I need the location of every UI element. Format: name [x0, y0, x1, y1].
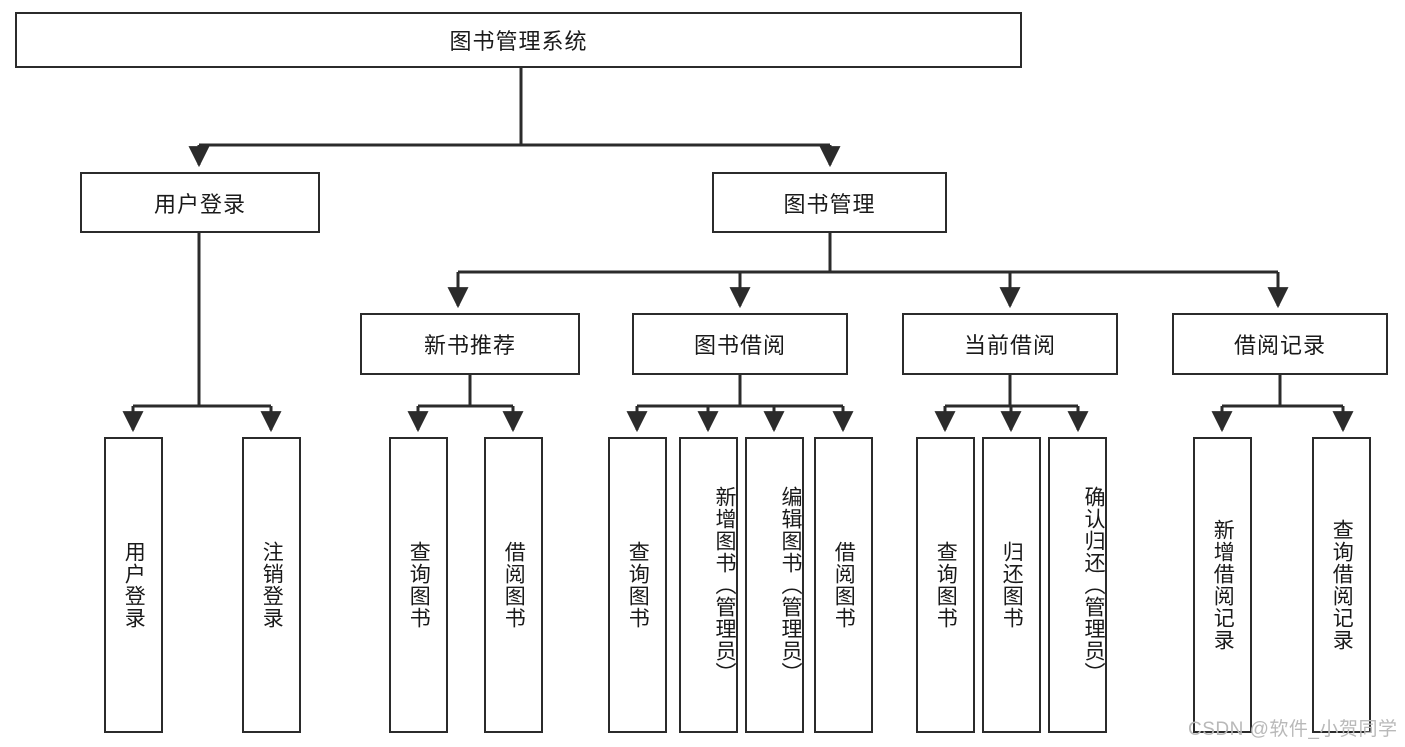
node-root[interactable]: 图书管理系统 — [15, 12, 1022, 68]
leaf-add-borrow-record-label: 新增借阅记录 — [1211, 519, 1235, 651]
leaf-query-book-recommend-label: 查询图书 — [407, 541, 431, 629]
leaf-borrow-book-borrow[interactable]: 借阅图书 — [814, 437, 873, 733]
leaf-borrow-book-recommend-label: 借阅图书 — [502, 541, 526, 629]
leaf-edit-book-admin-label: 编辑图书（管理员） — [779, 486, 802, 684]
leaf-query-book-current-label: 查询图书 — [934, 541, 958, 629]
node-current-borrow-label: 当前借阅 — [963, 333, 1056, 358]
watermark: CSDN @软件_小贺同学 — [1188, 719, 1398, 740]
leaf-query-borrow-record-label: 查询借阅记录 — [1330, 519, 1354, 651]
leaf-edit-book-admin[interactable]: 编辑图书（管理员） — [745, 437, 804, 733]
leaf-confirm-return-admin[interactable]: 确认归还（管理员） — [1048, 437, 1107, 733]
node-book-manage-label: 图书管理 — [783, 191, 876, 217]
node-root-label: 图书管理系统 — [449, 29, 588, 54]
leaf-confirm-return-admin-label: 确认归还（管理员） — [1082, 486, 1105, 684]
leaf-logout-label: 注销登录 — [260, 541, 284, 629]
node-user-login[interactable]: 用户登录 — [80, 172, 320, 233]
node-new-book-recommend[interactable]: 新书推荐 — [360, 313, 580, 375]
node-borrow-record[interactable]: 借阅记录 — [1172, 313, 1388, 375]
node-book-manage[interactable]: 图书管理 — [712, 172, 947, 233]
node-borrow-record-label: 借阅记录 — [1233, 333, 1326, 358]
leaf-add-borrow-record[interactable]: 新增借阅记录 — [1193, 437, 1252, 733]
leaf-query-borrow-record[interactable]: 查询借阅记录 — [1312, 437, 1371, 733]
node-current-borrow[interactable]: 当前借阅 — [902, 313, 1118, 375]
node-book-borrow-label: 图书借阅 — [693, 333, 786, 358]
leaf-query-book-current[interactable]: 查询图书 — [916, 437, 975, 733]
leaf-query-book-borrow-label: 查询图书 — [626, 541, 650, 629]
leaf-logout[interactable]: 注销登录 — [242, 437, 301, 733]
leaf-query-book-borrow[interactable]: 查询图书 — [608, 437, 667, 733]
leaf-return-book[interactable]: 归还图书 — [982, 437, 1041, 733]
leaf-add-book-admin[interactable]: 新增图书（管理员） — [679, 437, 738, 733]
leaf-query-book-recommend[interactable]: 查询图书 — [389, 437, 448, 733]
leaf-user-login[interactable]: 用户登录 — [104, 437, 163, 733]
node-new-book-recommend-label: 新书推荐 — [423, 333, 516, 358]
leaf-user-login-label: 用户登录 — [122, 541, 146, 629]
node-user-login-label: 用户登录 — [153, 191, 246, 217]
leaf-borrow-book-borrow-label: 借阅图书 — [832, 541, 856, 629]
leaf-return-book-label: 归还图书 — [1000, 541, 1024, 629]
leaf-borrow-book-recommend[interactable]: 借阅图书 — [484, 437, 543, 733]
node-book-borrow[interactable]: 图书借阅 — [632, 313, 848, 375]
leaf-add-book-admin-label: 新增图书（管理员） — [713, 486, 736, 684]
